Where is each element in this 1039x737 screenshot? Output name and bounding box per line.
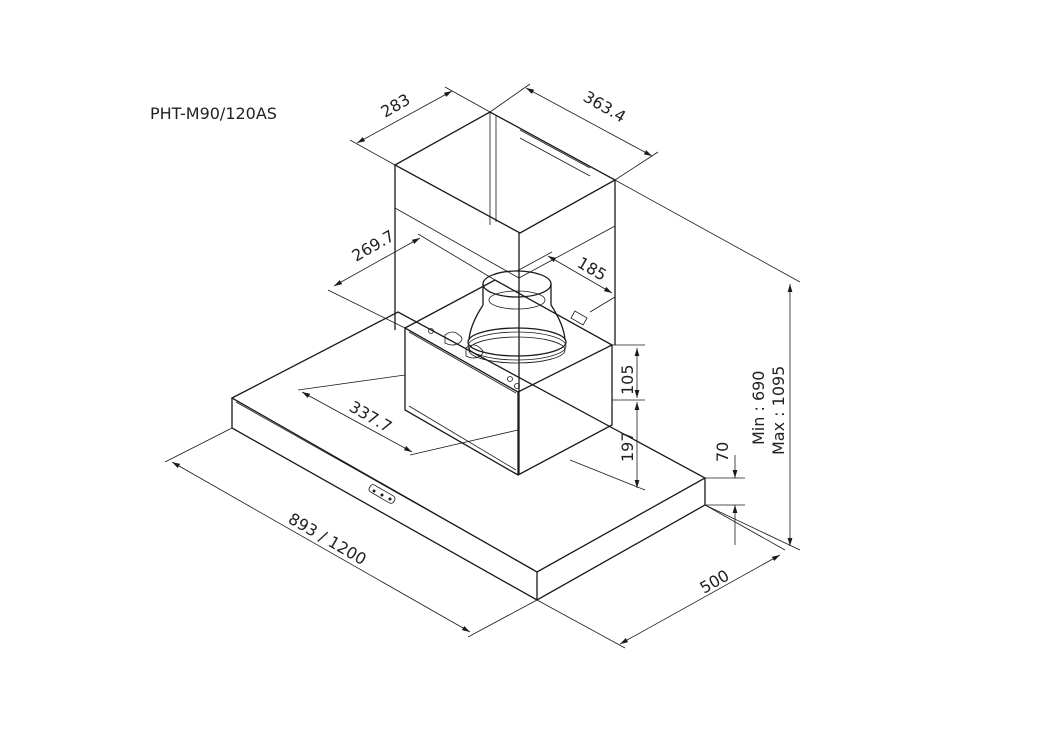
chimney <box>393 111 617 475</box>
dim-inner-depth: 269.7 <box>349 226 398 265</box>
dimension-lines <box>164 83 801 649</box>
dim-chimney-depth: 283 <box>378 90 414 122</box>
dim-height-max: Max : 1095 <box>769 366 788 455</box>
dim-inner-width: 337.7 <box>346 397 395 436</box>
dim-canopy-width: 893 / 1200 <box>285 509 370 569</box>
control-panel <box>368 484 396 504</box>
motor-housing <box>403 279 614 476</box>
dim-canopy-depth: 500 <box>697 566 733 598</box>
dim-lower-height: 197 <box>618 431 637 462</box>
fan-collar <box>467 270 567 364</box>
dim-motor-height: 105 <box>618 364 637 395</box>
dim-canopy-thickness: 70 <box>713 442 732 462</box>
model-title: PHT-M90/120AS <box>150 104 277 123</box>
dim-chimney-width: 363.4 <box>580 87 629 126</box>
dim-height-min: Min : 690 <box>749 371 768 446</box>
dim-collar-offset: 185 <box>574 253 610 285</box>
